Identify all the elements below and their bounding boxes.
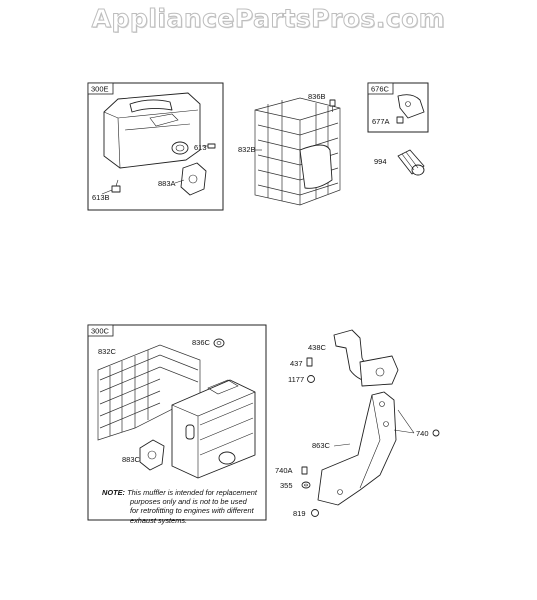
note-prefix: NOTE:: [102, 488, 125, 497]
assembly-box-676c: [367, 82, 429, 133]
label-832b: 832B: [238, 145, 256, 154]
nut-819-part[interactable]: [311, 509, 319, 517]
label-832c: 832C: [98, 347, 117, 356]
muffler-300e-part[interactable]: [103, 92, 201, 169]
screw-740-part[interactable]: [432, 429, 440, 437]
screw-437-part[interactable]: [306, 357, 313, 367]
screw-836b-part[interactable]: [329, 99, 336, 112]
label-613b: 613B: [92, 193, 110, 202]
screw-836c-part[interactable]: [213, 338, 225, 348]
label-300c: 300C: [91, 327, 110, 336]
muffler-note: NOTE: This muffler is intended for repla…: [102, 488, 262, 525]
note-line-2: purposes only and is not to be used: [130, 497, 247, 507]
label-883c: 883C: [122, 455, 141, 464]
label-740: 740: [416, 429, 429, 438]
label-437: 437: [290, 359, 303, 368]
spark-arrestor-994-part[interactable]: [397, 149, 425, 176]
assembly-tag-676c: [367, 82, 394, 95]
label-300e: 300E: [91, 85, 109, 94]
assembly-tag-300e: [87, 82, 114, 95]
screw-613-part[interactable]: [202, 143, 216, 149]
screw-613b-part[interactable]: [111, 179, 121, 193]
label-613: 613: [194, 143, 207, 152]
watermark-logo: AppliancePartsPros.com: [91, 4, 446, 34]
gasket-883c-part[interactable]: [139, 439, 165, 471]
guard-832b-part[interactable]: [254, 97, 341, 206]
label-994: 994: [374, 157, 387, 166]
label-355: 355: [280, 481, 293, 490]
gasket-883a-part[interactable]: [180, 162, 207, 196]
label-740a: 740A: [275, 466, 293, 475]
label-836b: 836B: [308, 92, 326, 101]
label-677a: 677A: [372, 117, 390, 126]
label-676c: 676C: [371, 85, 390, 94]
screw-740a-part[interactable]: [301, 466, 308, 475]
note-line-3: for retrofitting to engines with differe…: [130, 506, 254, 516]
exhaust-elbow-438c-part[interactable]: [333, 329, 399, 387]
label-883a: 883A: [158, 179, 176, 188]
deflector-676c-part[interactable]: [397, 94, 425, 119]
nut-1177-part[interactable]: [307, 375, 315, 383]
assembly-box-300c: [87, 324, 267, 521]
label-819: 819: [293, 509, 306, 518]
bracket-863c-part[interactable]: [317, 391, 397, 506]
screw-677a-part[interactable]: [396, 116, 404, 124]
label-836c: 836C: [192, 338, 211, 347]
washer-355-part[interactable]: [301, 481, 311, 489]
muffler-300c-part[interactable]: [171, 379, 256, 479]
note-line-1: This muffler is intended for replacement: [127, 488, 257, 497]
assembly-box-300e: [87, 82, 224, 211]
label-1177: 1177: [288, 375, 304, 384]
note-line-4: exhaust systems.: [130, 515, 188, 525]
assembly-tag-300c: [87, 324, 114, 337]
label-438c: 438C: [308, 343, 327, 352]
label-863c: 863C: [312, 441, 331, 450]
